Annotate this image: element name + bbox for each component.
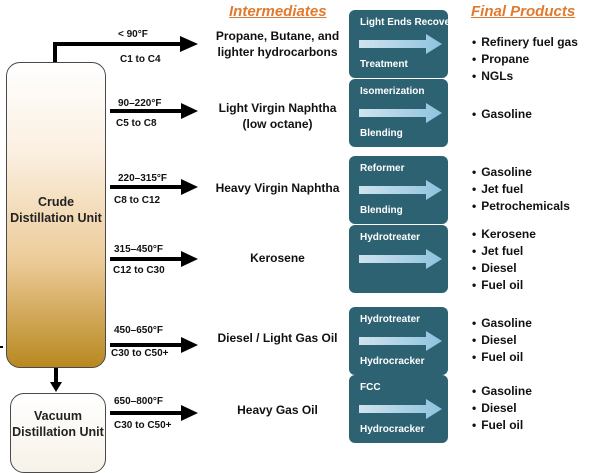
carbon-range: C30 to C50+: [114, 420, 172, 431]
crude-distillation-column: [6, 62, 106, 368]
final-products-header: Final Products: [471, 3, 576, 20]
temp-range: 220–315°F: [118, 173, 168, 184]
process-name: Reformer: [360, 163, 405, 174]
process-name: FCC: [360, 382, 381, 393]
carbon-range: C30 to C50+: [111, 348, 169, 359]
process-secondary: Hydrocracker: [360, 356, 425, 367]
carbon-range: C1 to C4: [120, 54, 161, 65]
final-product: Fuel oil: [472, 417, 532, 434]
crude-to-vacuum-arrow: [50, 368, 62, 392]
intermediate-product: Diesel / Light Gas Oil: [217, 331, 338, 345]
process-name: Light Ends Recovery &: [360, 17, 470, 28]
intermediate-product: Light Virgin Naphtha (low octane): [218, 101, 337, 131]
intermediate-product: Heavy Gas Oil: [237, 403, 318, 417]
final-product: Refinery fuel gas: [472, 34, 578, 51]
final-product: Kerosene: [472, 226, 536, 243]
process-flow-arrow: [359, 34, 442, 54]
final-product: Petrochemicals: [472, 198, 570, 215]
intermediate-product: Propane, Butane, and lighter hydrocarbon…: [215, 29, 340, 59]
final-products-list: Gasoline Jet fuel Petrochemicals: [472, 164, 570, 215]
process-flow-arrow: [359, 249, 442, 269]
side-draw-arrow: [110, 179, 198, 195]
process-flow-arrow: [359, 331, 442, 351]
final-product: Jet fuel: [472, 181, 570, 198]
final-product: Diesel: [472, 332, 532, 349]
vacuum-distillation-label: Vacuum Distillation Unit: [12, 409, 104, 439]
top-draw-arrow: [53, 36, 198, 62]
temp-range: 315–450°F: [114, 244, 164, 255]
process-name: Hydrotreater: [360, 232, 421, 243]
final-product: Diesel: [472, 400, 532, 417]
temp-range: 650–800°F: [114, 396, 164, 407]
process-flow-arrow: [359, 103, 442, 123]
side-draw-arrow: [110, 337, 198, 353]
final-products-list: Kerosene Jet fuel Diesel Fuel oil: [472, 226, 536, 294]
final-product: Fuel oil: [472, 277, 536, 294]
carbon-range: C8 to C12: [114, 195, 161, 206]
flow-arrows: [0, 36, 198, 421]
carbon-range: C12 to C30: [113, 265, 165, 276]
process-flow-arrow: [359, 180, 442, 200]
final-product: Gasoline: [472, 106, 532, 123]
carbon-range: C5 to C8: [116, 118, 157, 129]
final-product: NGLs: [472, 68, 578, 85]
side-draw-arrow: [110, 405, 198, 421]
intermediate-product: Kerosene: [250, 251, 305, 265]
final-products-list: Gasoline: [472, 106, 532, 123]
final-product: Fuel oil: [472, 349, 532, 366]
final-product: Gasoline: [472, 383, 532, 400]
final-product: Diesel: [472, 260, 536, 277]
side-draw-arrow: [110, 103, 198, 119]
process-name: Hydrotreater: [360, 314, 421, 325]
temp-range: 450–650°F: [114, 325, 164, 336]
process-flow-arrow: [359, 399, 442, 419]
final-product: Gasoline: [472, 164, 570, 181]
temp-range: 90–220°F: [118, 98, 162, 109]
process-secondary: Hydrocracker: [360, 424, 425, 435]
process-secondary: Blending: [360, 205, 403, 216]
crude-distillation-label: Crude Distillation Unit: [10, 195, 102, 225]
side-draw-arrow: [110, 251, 198, 267]
process-arrow-overlay: [359, 34, 442, 419]
intermediate-product: Heavy Virgin Naphtha: [215, 181, 340, 195]
final-products-list: Gasoline Diesel Fuel oil: [472, 383, 532, 434]
final-product: Gasoline: [472, 315, 532, 332]
process-name: Isomerization: [360, 86, 425, 97]
final-products-list: Refinery fuel gas Propane NGLs: [472, 34, 578, 85]
final-product: Propane: [472, 51, 578, 68]
process-secondary: Blending: [360, 128, 403, 139]
temp-range: < 90°F: [118, 29, 148, 40]
final-product: Jet fuel: [472, 243, 536, 260]
final-products-list: Gasoline Diesel Fuel oil: [472, 315, 532, 366]
intermediates-header: Intermediates: [229, 3, 327, 20]
process-secondary: Treatment: [360, 59, 408, 70]
